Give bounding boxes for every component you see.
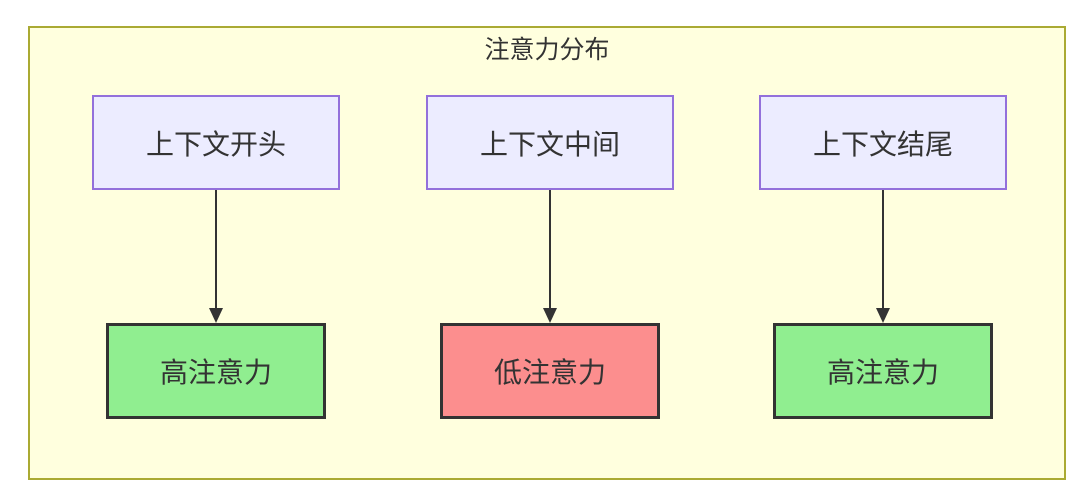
node-context-end: 上下文结尾 bbox=[759, 95, 1007, 190]
arrowhead-down-icon bbox=[543, 308, 557, 323]
arrow-start-to-high bbox=[209, 190, 223, 323]
node-context-start: 上下文开头 bbox=[92, 95, 340, 190]
node-label: 上下文开头 bbox=[145, 128, 286, 160]
attention-distribution-subgraph: 注意力分布 上下文开头 高注意力 上下文中间 低注意力 bbox=[28, 26, 1066, 480]
flow-column-context-middle: 上下文中间 低注意力 bbox=[426, 95, 674, 419]
arrowhead-down-icon bbox=[876, 308, 890, 323]
arrowhead-down-icon bbox=[209, 308, 223, 323]
arrow-line bbox=[215, 190, 217, 308]
node-label: 低注意力 bbox=[493, 357, 606, 388]
node-label: 上下文结尾 bbox=[812, 128, 953, 160]
node-context-middle: 上下文中间 bbox=[426, 95, 674, 190]
node-label: 上下文中间 bbox=[479, 128, 620, 160]
node-high-attention-1: 高注意力 bbox=[106, 323, 326, 419]
node-label: 高注意力 bbox=[159, 357, 272, 388]
node-high-attention-2: 高注意力 bbox=[773, 323, 993, 419]
node-label: 高注意力 bbox=[826, 357, 939, 388]
flow-column-context-start: 上下文开头 高注意力 bbox=[92, 95, 340, 419]
arrow-line bbox=[549, 190, 551, 308]
arrow-end-to-high bbox=[876, 190, 890, 323]
arrow-line bbox=[882, 190, 884, 308]
flow-column-context-end: 上下文结尾 高注意力 bbox=[759, 95, 1007, 419]
arrow-middle-to-low bbox=[543, 190, 557, 323]
diagram-title: 注意力分布 bbox=[484, 36, 610, 64]
node-low-attention: 低注意力 bbox=[440, 323, 660, 419]
